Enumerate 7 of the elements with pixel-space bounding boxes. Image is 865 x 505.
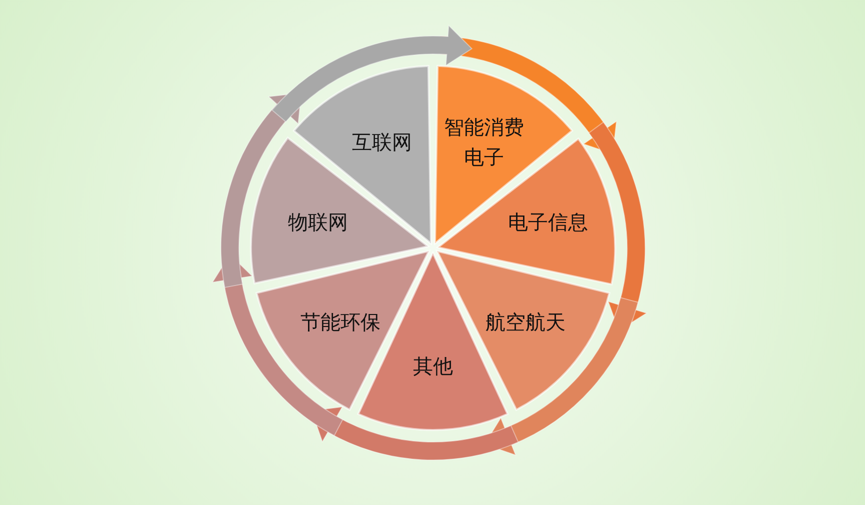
segment-label: 互联网 [350,128,413,156]
segment-label: 节能环保 [300,308,382,336]
segment-label: 电子信息 [507,208,590,236]
segment-label: 智能消费电子 [443,114,526,171]
segment-label: 物联网 [286,208,349,236]
segment-label: 其他 [412,353,454,380]
segment-label: 航空航天 [484,308,566,336]
